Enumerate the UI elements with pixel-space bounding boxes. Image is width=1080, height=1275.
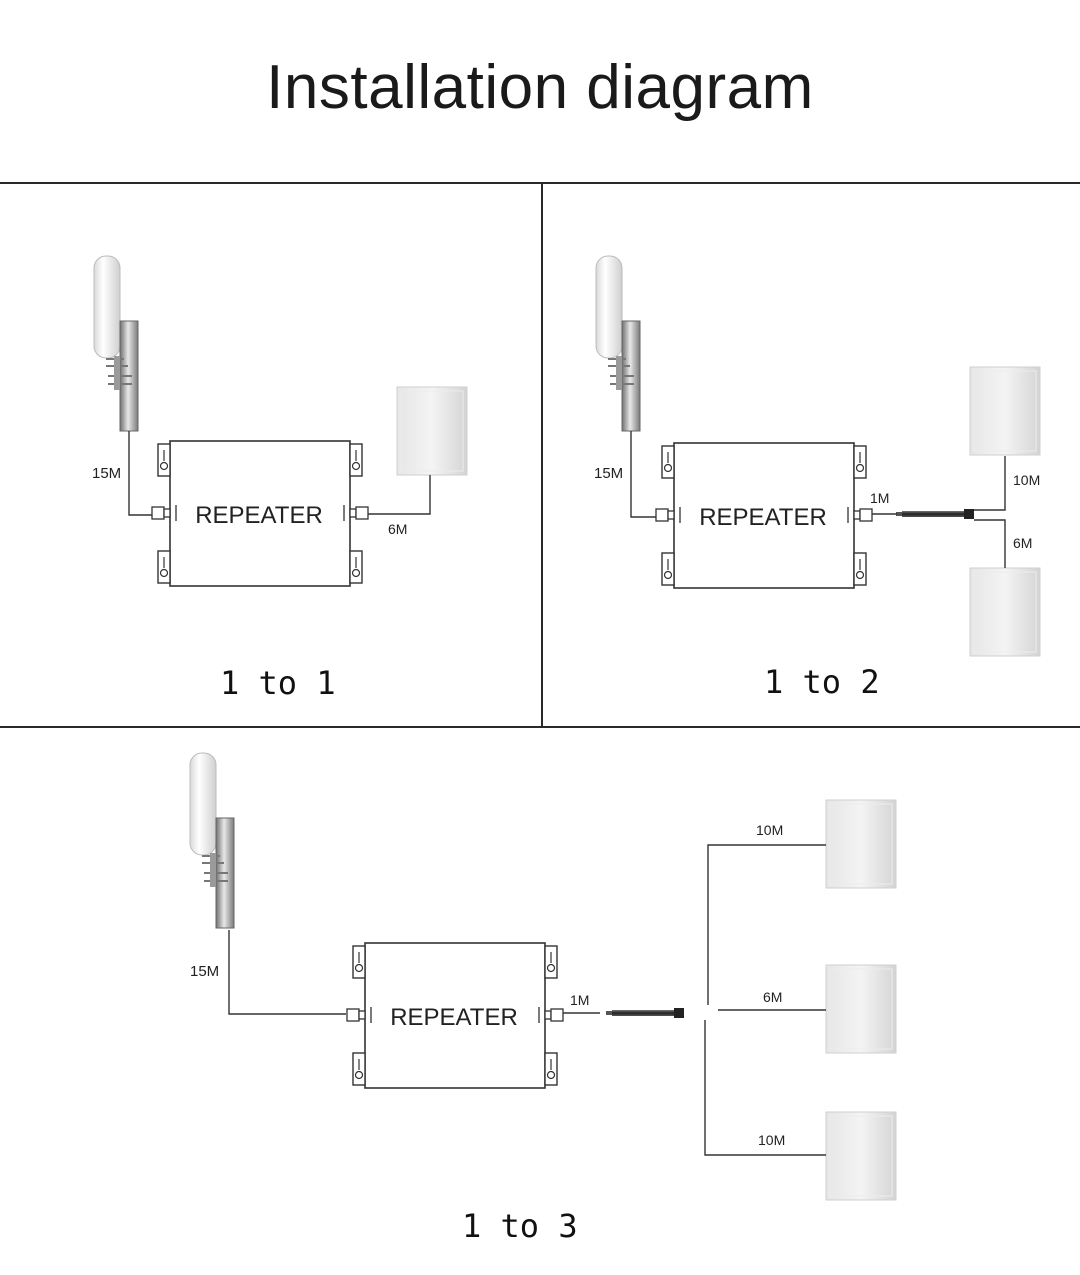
cable-label-middle: 6M <box>763 989 782 1005</box>
cable-lines <box>128 431 431 516</box>
cable-label-upper: 10M <box>1013 472 1040 488</box>
cable-lines <box>228 844 826 1156</box>
cable-label-donor: 15M <box>190 963 219 980</box>
cable-label-donor: 15M <box>594 465 623 482</box>
cable-label-donor: 15M <box>92 465 121 482</box>
caption-1-to-3: 1 to 3 <box>462 1207 578 1245</box>
device-label: REPEATER <box>699 504 827 531</box>
page-title: Installation diagram <box>266 53 814 122</box>
panel-1-to-3: 15M REPEATER 1M 10M 6M 10M <box>189 752 897 1201</box>
panel-1-to-1: 15M REPEATER 6M <box>92 255 468 587</box>
cable-label-splitter: 1M <box>870 490 889 506</box>
device-label: REPEATER <box>195 502 323 529</box>
cable-label-bottom: 10M <box>758 1132 785 1148</box>
cable-label-lower: 6M <box>1013 535 1032 551</box>
cable-label-out: 6M <box>388 521 407 537</box>
panel-1-to-2: 15M REPEATER 1M 10M 6M <box>594 255 1041 657</box>
device-label: REPEATER <box>390 1004 518 1031</box>
cable-label-splitter: 1M <box>570 992 589 1008</box>
frame-lines <box>0 182 1080 728</box>
cable-label-top: 10M <box>756 822 783 838</box>
cable-lines <box>630 431 1006 568</box>
caption-1-to-1: 1 to 1 <box>220 664 336 702</box>
caption-1-to-2: 1 to 2 <box>764 663 880 701</box>
